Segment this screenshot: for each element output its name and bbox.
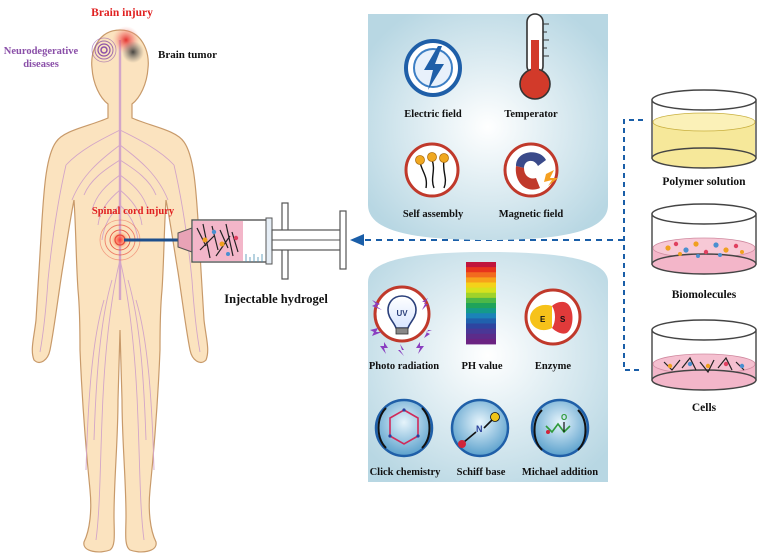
self-assembly-icon bbox=[404, 142, 460, 198]
temperature-label: Temperator bbox=[504, 109, 558, 120]
ph-scale-icon bbox=[466, 262, 496, 345]
ph-band bbox=[466, 297, 496, 304]
ph-band bbox=[466, 328, 496, 335]
polymer-solution-label: Polymer solution bbox=[662, 176, 746, 188]
thermometer-icon bbox=[519, 13, 551, 100]
neurodegenerative-label-line2: diseases bbox=[23, 59, 59, 70]
brain-tumor-spot bbox=[122, 41, 144, 63]
enzyme-icon: E S bbox=[524, 288, 582, 346]
ph-band bbox=[466, 313, 496, 319]
ph-band bbox=[466, 262, 496, 268]
schiff-base-icon: N bbox=[450, 398, 510, 458]
photo-radiation-label: Photo radiation bbox=[369, 361, 439, 372]
brain-injury-label: Brain injury bbox=[91, 7, 153, 19]
ph-band bbox=[466, 287, 496, 294]
schiff-n-text: N bbox=[476, 424, 483, 434]
electric-field-label: Electric field bbox=[404, 109, 462, 120]
syringe-scale bbox=[245, 254, 263, 262]
brain-tumor-label: Brain tumor bbox=[158, 49, 217, 61]
neurodegenerative-label-line1: Neurodegerative bbox=[4, 46, 79, 57]
ph-band bbox=[466, 323, 496, 330]
ph-band bbox=[466, 333, 496, 340]
injectable-hydrogel-label: Injectable hydrogel bbox=[224, 292, 328, 306]
nerves bbox=[39, 129, 201, 541]
michael-addition-label: Michael addition bbox=[522, 467, 598, 478]
enzyme-label: Enzyme bbox=[535, 361, 572, 372]
uv-text: UV bbox=[396, 309, 408, 318]
ph-band bbox=[466, 303, 496, 309]
syringe bbox=[124, 202, 347, 280]
spinal-cord-injury-label: Spinal cord injury bbox=[92, 206, 175, 217]
hydrogel-particles bbox=[202, 229, 239, 256]
enzyme-e-text: E bbox=[540, 315, 546, 324]
click-chemistry-icon bbox=[374, 398, 434, 458]
physical-stimuli-panel bbox=[368, 14, 608, 240]
biomolecules-dish bbox=[651, 203, 757, 275]
syringe-plunger-seal bbox=[265, 217, 273, 265]
cells-label: Cells bbox=[692, 402, 717, 414]
ph-band bbox=[466, 277, 496, 283]
schiff-base-label: Schiff base bbox=[457, 467, 506, 478]
connector-arrow bbox=[362, 119, 643, 371]
magnetic-field-label: Magnetic field bbox=[499, 209, 564, 220]
cells-dish bbox=[651, 319, 757, 391]
ph-value-label: PH value bbox=[461, 361, 502, 372]
biomolecules-label: Biomolecules bbox=[672, 289, 737, 301]
spinal-injury-glow bbox=[111, 231, 129, 249]
michael-o-text: O bbox=[561, 413, 567, 422]
ph-band bbox=[466, 267, 496, 273]
polymer-solution-dish bbox=[651, 89, 757, 169]
ph-band bbox=[466, 282, 496, 289]
ph-band bbox=[466, 292, 496, 299]
click-chemistry-label: Click chemistry bbox=[370, 467, 442, 478]
arrow-head bbox=[350, 234, 364, 246]
magnet-icon bbox=[503, 142, 559, 198]
neurodegenerative-rings bbox=[91, 37, 117, 63]
ph-band bbox=[466, 318, 496, 324]
michael-addition-icon: O bbox=[530, 398, 590, 458]
human-figure bbox=[31, 26, 209, 553]
uv-bulb-icon: UV bbox=[370, 285, 432, 356]
ph-band bbox=[466, 338, 496, 345]
ph-band bbox=[466, 272, 496, 278]
hydrogel-fill bbox=[193, 221, 243, 261]
enzyme-s-text: S bbox=[560, 315, 566, 324]
ph-band bbox=[466, 308, 496, 314]
electric-field-icon bbox=[404, 39, 462, 97]
self-assembly-label: Self assembly bbox=[403, 209, 464, 220]
syringe-plunger-head bbox=[339, 210, 347, 270]
